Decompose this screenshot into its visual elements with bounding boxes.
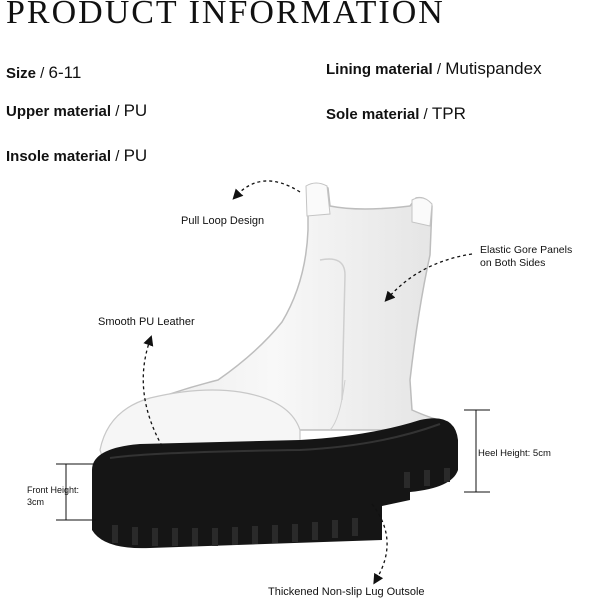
measure-lines — [56, 409, 490, 521]
elastic-arrow — [384, 253, 473, 302]
spec-upper-value: PU — [123, 101, 148, 120]
annotation-elastic-2: on Both Sides — [480, 257, 546, 269]
spec-insole-sep: / — [111, 148, 124, 165]
annotation-outsole: Thickened Non-slip Lug Outsole — [268, 586, 425, 598]
spec-lining-sep: / — [432, 61, 446, 78]
spec-upper: Upper material / PU — [6, 101, 147, 121]
spec-lining: Lining material / Mutispandex — [326, 59, 542, 79]
spec-sole-value: TPR — [431, 104, 466, 123]
leather-arrow — [142, 335, 163, 447]
spec-upper-label: Upper material — [6, 103, 112, 120]
spec-lining-label: Lining material — [326, 61, 433, 78]
spec-size-sep: / — [36, 65, 49, 82]
annotation-leaders — [142, 180, 473, 585]
pull-loop-arrow — [232, 180, 301, 200]
spec-size: Size / 6-11 — [6, 63, 81, 83]
spec-sole-label: Sole material — [326, 106, 420, 123]
page-title: PRODUCT INFORMATION — [6, 0, 445, 31]
annotation-front-height-2: 3cm — [27, 497, 45, 507]
spec-sole-sep: / — [419, 106, 432, 123]
annotation-heel-height: Heel Height: 5cm — [478, 448, 551, 459]
spec-size-value: 6-11 — [48, 63, 82, 82]
annotation-elastic-1: Elastic Gore Panels — [480, 244, 573, 256]
spec-insole-value: PU — [123, 146, 148, 165]
spec-size-label: Size — [6, 65, 37, 82]
annotation-pull-loop: Pull Loop Design — [181, 215, 265, 227]
outsole-arrow — [371, 503, 388, 585]
spec-lining-value: Mutispandex — [445, 59, 542, 78]
boot-sole — [92, 418, 458, 549]
annotation-leather: Smooth PU Leather — [98, 316, 195, 328]
spec-insole-label: Insole material — [6, 148, 112, 165]
annotation-front-height-1: Front Height: — [27, 485, 80, 495]
spec-insole: Insole material / PU — [6, 146, 147, 166]
spec-upper-sep: / — [111, 103, 124, 120]
spec-sole: Sole material / TPR — [326, 104, 466, 124]
